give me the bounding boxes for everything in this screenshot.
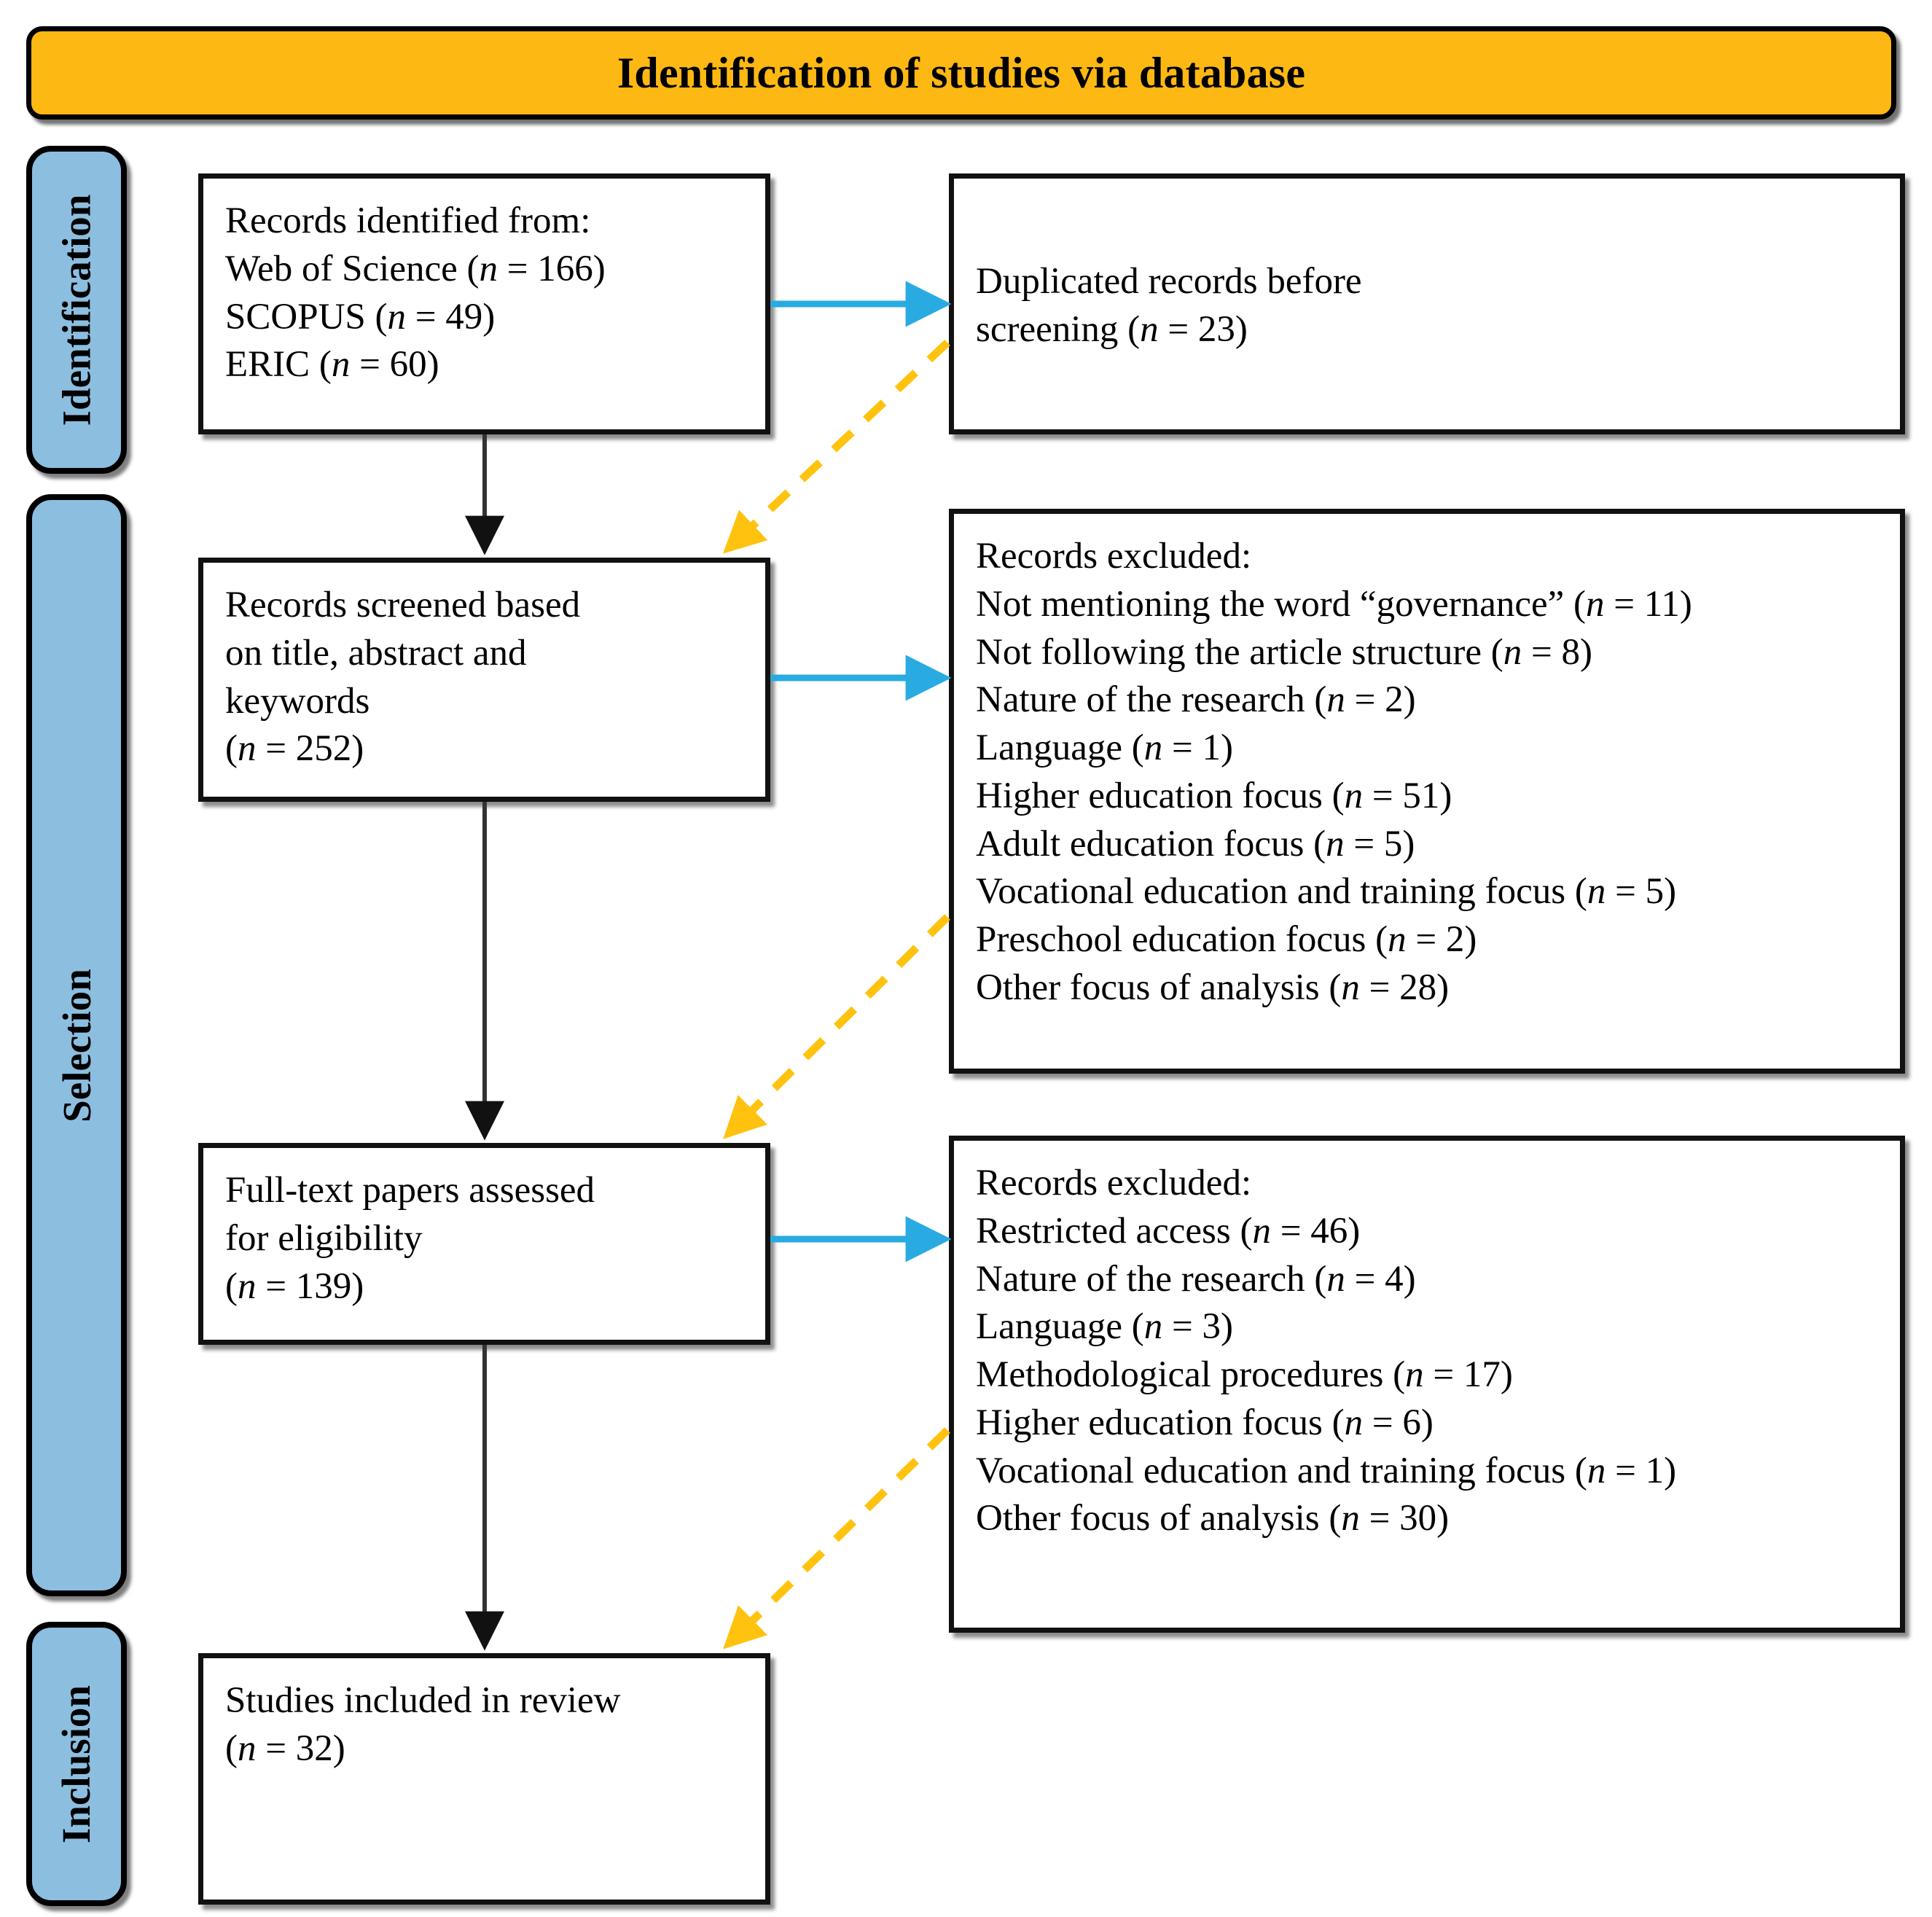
box-line: Language (n = 3): [976, 1306, 1234, 1348]
box-line: Other focus of analysis (n = 30): [976, 1498, 1450, 1539]
sample-size-symbol: n: [1252, 1210, 1272, 1252]
sample-size-symbol: n: [237, 1727, 257, 1769]
box-line: keywords: [225, 680, 370, 722]
sample-size-symbol: n: [1143, 727, 1163, 769]
box-line: Records excluded:: [976, 1163, 1252, 1203]
sample-size-symbol: n: [1326, 679, 1345, 721]
box-line: Web of Science (n = 166): [225, 248, 606, 289]
sample-size-symbol: n: [1341, 967, 1360, 1009]
full-text-assessed-box: Full-text papers assessed for eligibility…: [198, 1143, 770, 1345]
sample-size-symbol: n: [387, 296, 407, 337]
box-line: Higher education focus (n = 51): [976, 775, 1452, 816]
records-screened-box: Records screened based on title, abstract…: [198, 558, 770, 802]
sample-size-symbol: n: [1585, 583, 1605, 625]
box-line: Duplicated records before: [976, 261, 1362, 302]
stage-bar-identification: Identification: [26, 146, 127, 474]
box-line: Language (n = 1): [976, 727, 1234, 769]
box-line: on title, abstract and: [225, 632, 527, 674]
sample-size-symbol: n: [1326, 823, 1345, 864]
box-line: Nature of the research (n = 4): [976, 1258, 1416, 1300]
sample-size-symbol: n: [1326, 1258, 1345, 1300]
studies-included-box: Studies included in review (n = 32): [198, 1653, 770, 1905]
box-line: Studies included in review: [225, 1680, 621, 1721]
sample-size-symbol: n: [1503, 631, 1522, 673]
box-line: Restricted access (n = 46): [976, 1210, 1361, 1252]
sample-size-symbol: n: [1143, 1306, 1163, 1348]
diagram-title: Identification of studies via database: [617, 48, 1306, 97]
sample-size-symbol: n: [331, 344, 351, 386]
stage-bar-selection: Selection: [26, 494, 127, 1596]
box-line: Records identified from:: [225, 200, 591, 241]
box-line: Methodological procedures (n = 17): [976, 1354, 1513, 1396]
duplicated-records-box: Duplicated records before screening (n = …: [949, 173, 1905, 434]
box-line: (n = 139): [225, 1265, 364, 1307]
box-line: Adult education focus (n = 5): [976, 823, 1415, 864]
sample-size-symbol: n: [1344, 775, 1364, 816]
box-line: Vocational education and training focus …: [976, 871, 1677, 913]
box-line: Vocational education and training focus …: [976, 1450, 1677, 1491]
box-line: screening (n = 23): [976, 309, 1248, 350]
stage-label-identification: Identification: [54, 194, 99, 426]
box-line: Nature of the research (n = 2): [976, 679, 1416, 721]
arrow-excluded-2-to-included: [723, 1427, 950, 1649]
stage-bar-inclusion: Inclusion: [26, 1622, 127, 1906]
records-excluded-screening-box: Records excluded: Not mentioning the word…: [949, 509, 1905, 1074]
box-line: (n = 252): [225, 728, 364, 770]
records-identified-box: Records identified from: Web of Science (…: [198, 173, 770, 434]
box-line: Higher education focus (n = 6): [976, 1402, 1434, 1443]
box-line: Full-text papers assessed: [225, 1170, 595, 1211]
sample-size-symbol: n: [479, 248, 498, 289]
sample-size-symbol: n: [1341, 1498, 1360, 1539]
box-line: Other focus of analysis (n = 28): [976, 967, 1450, 1009]
box-line: Not following the article structure (n =…: [976, 631, 1592, 673]
sample-size-symbol: n: [1587, 871, 1606, 913]
sample-size-symbol: n: [1388, 919, 1407, 961]
arrow-excluded-1-to-fulltext: [723, 914, 950, 1139]
records-excluded-eligibility-box: Records excluded: Restricted access (n = …: [949, 1136, 1905, 1633]
stage-label-inclusion: Inclusion: [54, 1684, 99, 1843]
sample-size-symbol: n: [237, 728, 257, 770]
box-line: ERIC (n = 60): [225, 344, 439, 386]
sample-size-symbol: n: [1140, 309, 1159, 350]
sample-size-symbol: n: [237, 1265, 257, 1307]
box-line: (n = 32): [225, 1727, 345, 1769]
box-line: for eligibility: [225, 1217, 423, 1259]
sample-size-symbol: n: [1405, 1354, 1424, 1396]
box-line: Not mentioning the word “governance” (n …: [976, 583, 1692, 625]
box-line: Records excluded:: [976, 536, 1252, 577]
sample-size-symbol: n: [1344, 1402, 1364, 1443]
diagram-header-banner: Identification of studies via database: [26, 26, 1896, 120]
box-line: Records screened based: [225, 585, 581, 625]
sample-size-symbol: n: [1587, 1450, 1606, 1491]
box-line: SCOPUS (n = 49): [225, 296, 496, 337]
stage-label-selection: Selection: [54, 968, 99, 1123]
box-line: Preschool education focus (n = 2): [976, 919, 1477, 961]
